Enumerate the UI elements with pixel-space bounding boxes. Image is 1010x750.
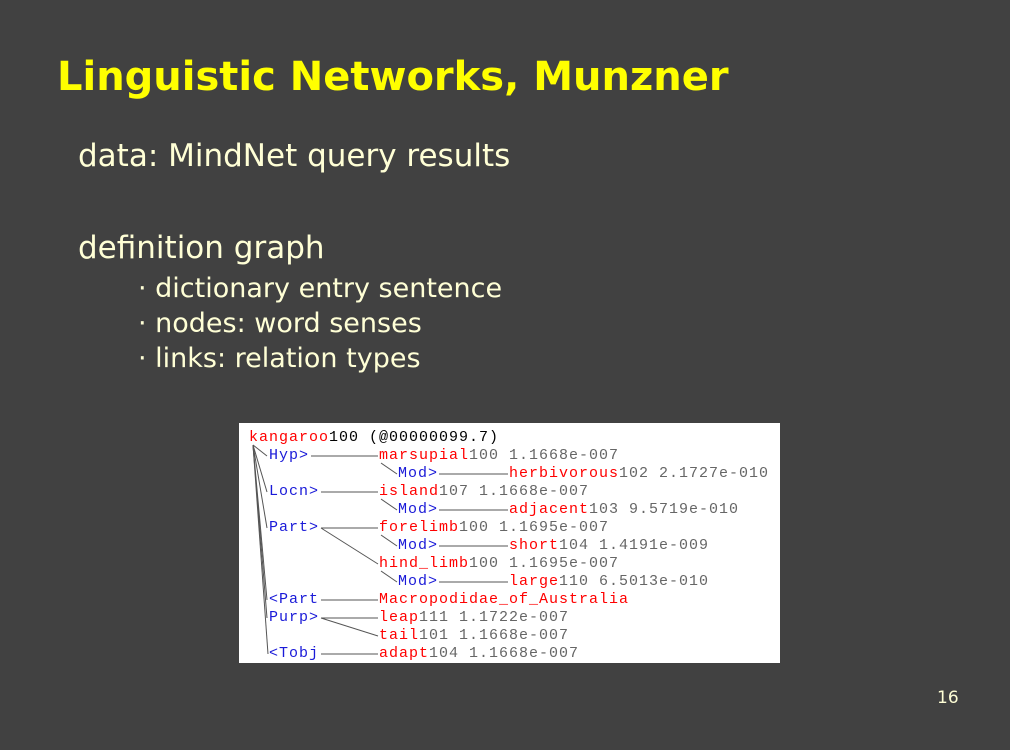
node-word: adapt (379, 645, 430, 662)
node-word: forelimb (379, 519, 460, 536)
bullet-item: · nodes: word senses (138, 308, 422, 339)
bullet-item: · dictionary entry sentence (138, 273, 503, 304)
graph-node: large110 6.5013e-010 (509, 573, 709, 591)
node-word: hind_limb (379, 555, 470, 572)
graph-node: island107 1.1668e-007 (379, 483, 589, 501)
node-info: 100 1.1668e-007 (469, 447, 620, 464)
graph-node: tail101 1.1668e-007 (379, 627, 569, 645)
bullet-item: · links: relation types (138, 343, 421, 374)
relation-label: Mod> (398, 501, 439, 518)
relation-label: Mod> (398, 573, 439, 590)
data-line: data: MindNet query results (78, 138, 511, 174)
page-number: 16 (937, 688, 959, 708)
node-info: 101 1.1668e-007 (419, 627, 570, 644)
node-info: 104 1.1668e-007 (429, 645, 580, 662)
relation-label: Part> (269, 519, 320, 536)
graph-node: short104 1.4191e-009 (509, 537, 709, 555)
node-word: Macropodidae_of_Australia (379, 591, 630, 608)
node-word: large (509, 573, 560, 590)
node-info: 107 1.1668e-007 (439, 483, 590, 500)
node-info: 102 2.1727e-010 (619, 465, 770, 482)
graph-node: marsupial100 1.1668e-007 (379, 447, 619, 465)
node-info: 100 1.1695e-007 (469, 555, 620, 572)
node-word: tail (379, 627, 420, 644)
graph-links (252, 444, 508, 655)
node-word: kangaroo (249, 429, 330, 446)
relation-label: Locn> (269, 483, 320, 500)
graph-node: Macropodidae_of_Australia (379, 591, 629, 609)
node-info: 111 1.1722e-007 (419, 609, 570, 626)
node-info: 104 1.4191e-009 (559, 537, 710, 554)
graph-node: adjacent103 9.5719e-010 (509, 501, 739, 519)
node-word: adjacent (509, 501, 590, 518)
node-word: marsupial (379, 447, 470, 464)
graph-node: hind_limb100 1.1695e-007 (379, 555, 619, 573)
relation-label: Purp> (269, 609, 320, 626)
graph-node: leap111 1.1722e-007 (379, 609, 569, 627)
graph-node: adapt104 1.1668e-007 (379, 645, 579, 663)
relation-label: <Tobj (269, 645, 320, 662)
definition-graph-heading: definition graph (78, 230, 325, 266)
node-info: 110 6.5013e-010 (559, 573, 710, 590)
graph-root: kangaroo100 (@00000099.7) (249, 429, 499, 447)
relation-label: Mod> (398, 465, 439, 482)
node-word: short (509, 537, 560, 554)
graph-node: forelimb100 1.1695e-007 (379, 519, 609, 537)
node-word: herbivorous (509, 465, 620, 482)
slide-title: Linguistic Networks, Munzner (57, 54, 729, 100)
relation-label: Hyp> (269, 447, 310, 464)
node-info: 103 9.5719e-010 (589, 501, 740, 518)
node-word: leap (379, 609, 420, 626)
graph-node: herbivorous102 2.1727e-010 (509, 465, 769, 483)
node-info: 100 1.1695e-007 (459, 519, 610, 536)
relation-label: Mod> (398, 537, 439, 554)
node-info: 100 (@00000099.7) (329, 429, 500, 446)
definition-graph-image: kangaroo100 (@00000099.7) Hyp>marsupial1… (239, 423, 780, 663)
relation-label: <Part (269, 591, 320, 608)
node-word: island (379, 483, 440, 500)
